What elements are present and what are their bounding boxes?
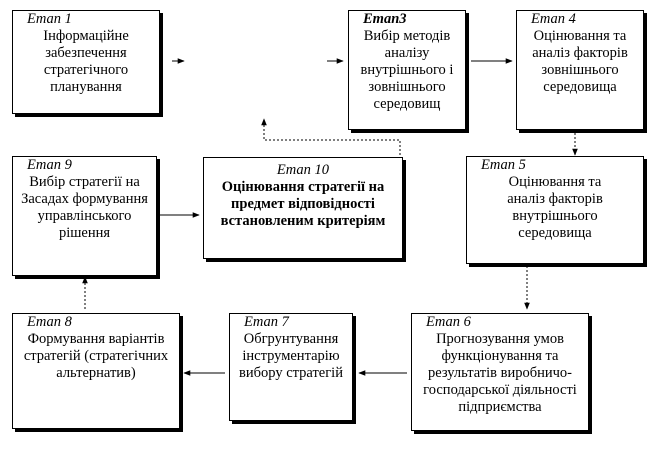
- stage-6-text: Прогнозування умов функціонування та рез…: [423, 331, 577, 415]
- stage-4-text: Оцінювання та аналіз факторів зовнішньог…: [532, 28, 628, 95]
- stage-1-label: Етап 1: [27, 11, 72, 27]
- stage-9-text: Вибір стратегії на Засадах формування уп…: [21, 174, 148, 241]
- stage-4-label: Етап 4: [531, 11, 576, 27]
- stage-5-box: Етап 5 Оцінювання та аналіз факторів вну…: [466, 156, 644, 264]
- stage-6-label: Етап 6: [426, 314, 471, 330]
- stage-1-box: Етап 1 Інформаційне забезпечення стратег…: [12, 10, 160, 114]
- stage-1-text: Інформаційне забезпечення стратегічного …: [43, 28, 129, 95]
- stage-7-text: Обгрунтування інструментарію вибору стра…: [239, 331, 343, 381]
- stage-3-label: Етап3: [363, 11, 407, 27]
- stage-3-text: Вибір методів аналізу внутрішнього і зов…: [360, 28, 454, 112]
- stage-10-label: Етап 10: [276, 162, 330, 178]
- stage-8-text: Формування варіантів стратегій (стратегі…: [23, 331, 169, 381]
- stage-8-label: Етап 8: [27, 314, 72, 330]
- stage-4-box: Етап 4 Оцінювання та аналіз факторів зов…: [516, 10, 644, 130]
- stage-5-text: Оцінювання та аналіз факторів внутрішньо…: [507, 174, 603, 241]
- stage-5-label: Етап 5: [481, 157, 526, 173]
- stage-3-box: Етап3 Вибір методів аналізу внутрішнього…: [348, 10, 466, 130]
- stage-7-box: Етап 7 Обгрунтування інструментарію вибо…: [229, 313, 353, 421]
- stage-7-label: Етап 7: [244, 314, 289, 330]
- stage-8-box: Етап 8 Формування варіантів стратегій (с…: [12, 313, 180, 429]
- stage-10-text: Оцінювання стратегії на предмет відповід…: [220, 179, 386, 229]
- stage-6-box: Етап 6 Прогнозування умов функціонування…: [411, 313, 589, 431]
- stage-10-box: Етап 10 Оцінювання стратегії на предмет …: [203, 157, 403, 259]
- stage-9-label: Етап 9: [27, 157, 72, 173]
- stage-9-box: Етап 9 Вибір стратегії на Засадах формув…: [12, 156, 157, 276]
